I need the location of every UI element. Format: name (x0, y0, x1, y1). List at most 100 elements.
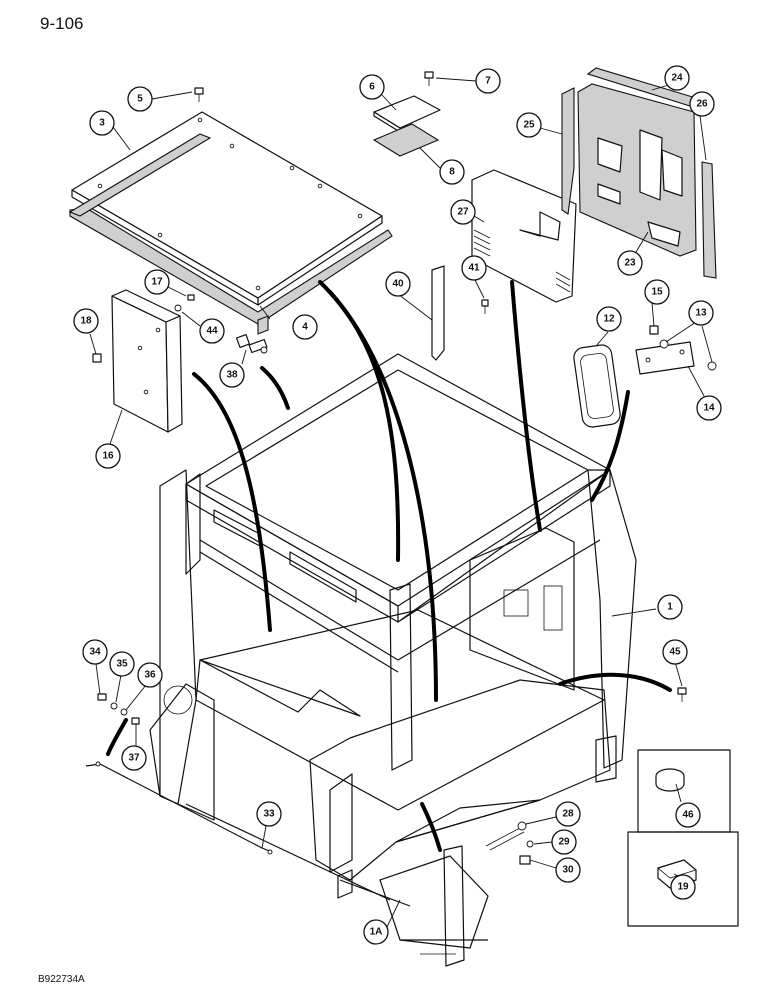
callout-46: 46 (675, 802, 701, 828)
svg-text:5: 5 (137, 94, 143, 105)
cable-33 (85, 761, 273, 855)
svg-text:6: 6 (369, 82, 375, 93)
callout-36: 36 (137, 662, 163, 688)
callout-34: 34 (82, 639, 108, 665)
svg-text:33: 33 (263, 809, 275, 820)
callout-15: 15 (644, 279, 670, 305)
figure-code: B922734A (38, 974, 85, 985)
callout-38: 38 (219, 362, 245, 388)
callout-4: 4 (292, 314, 318, 340)
callout-41: 41 (461, 255, 487, 281)
svg-text:28: 28 (562, 809, 574, 820)
trim-25 (561, 87, 575, 215)
svg-text:4: 4 (302, 322, 308, 333)
svg-text:1A: 1A (370, 927, 383, 938)
callout-40: 40 (385, 271, 411, 297)
callout-14: 14 (696, 395, 722, 421)
svg-text:27: 27 (457, 207, 469, 218)
connector-38 (235, 333, 268, 354)
fastener-5 (194, 87, 204, 102)
callout-6: 6 (359, 74, 385, 100)
svg-text:18: 18 (80, 316, 92, 327)
callout-8: 8 (439, 159, 465, 185)
roof-panel (71, 111, 383, 306)
callout-45: 45 (662, 639, 688, 665)
svg-text:15: 15 (651, 287, 663, 298)
svg-text:37: 37 (128, 753, 140, 764)
plate-8 (372, 123, 440, 157)
callout-16: 16 (95, 443, 121, 469)
fastener-7 (424, 71, 434, 86)
svg-text:26: 26 (696, 99, 708, 110)
roof-gasket (68, 133, 393, 335)
callout-17: 17 (144, 269, 170, 295)
callout-3: 3 (89, 110, 115, 136)
window-12 (573, 344, 621, 428)
svg-text:36: 36 (144, 670, 156, 681)
tractor-base-fragment (379, 845, 489, 967)
fastener-17 (187, 294, 195, 301)
trim-26 (701, 161, 717, 279)
bolt-15 (649, 325, 659, 335)
svg-text:17: 17 (151, 277, 163, 288)
svg-text:40: 40 (392, 279, 404, 290)
svg-text:23: 23 (624, 258, 636, 269)
svg-text:44: 44 (206, 326, 218, 337)
callout-44: 44 (199, 318, 225, 344)
bracket-6 (373, 95, 441, 133)
svg-text:1: 1 (667, 602, 673, 613)
callout-12: 12 (596, 306, 622, 332)
installation-arrows (106, 280, 672, 852)
fastener-34-37 (97, 693, 140, 725)
callout-27: 27 (450, 199, 476, 225)
callout-24: 24 (664, 65, 690, 91)
fastener-28-30 (485, 821, 534, 865)
callout-1: 1 (657, 594, 683, 620)
svg-text:38: 38 (226, 370, 238, 381)
svg-text:12: 12 (603, 314, 615, 325)
svg-text:46: 46 (682, 810, 694, 821)
side-panel-27 (471, 169, 577, 303)
callout-33: 33 (256, 801, 282, 827)
svg-text:25: 25 (523, 120, 535, 131)
svg-text:14: 14 (703, 403, 715, 414)
svg-text:19: 19 (677, 882, 689, 893)
callout-37: 37 (121, 745, 147, 771)
svg-text:30: 30 (562, 865, 574, 876)
callout-19: 19 (670, 874, 696, 900)
svg-text:8: 8 (449, 167, 455, 178)
post-40 (431, 265, 445, 361)
svg-text:16: 16 (102, 451, 114, 462)
leader-lines (89, 77, 713, 930)
svg-text:3: 3 (99, 118, 105, 129)
page-number: 9-106 (40, 14, 84, 33)
svg-text:45: 45 (669, 647, 681, 658)
callout-28: 28 (555, 801, 581, 827)
callout-29: 29 (551, 829, 577, 855)
clip-18 (92, 353, 102, 363)
callout-5: 5 (127, 86, 153, 112)
bolt-45 (677, 687, 687, 702)
svg-text:35: 35 (116, 659, 128, 670)
callout-25: 25 (516, 112, 542, 138)
callout-30: 30 (555, 857, 581, 883)
cab-frame (149, 353, 637, 907)
callout-18: 18 (73, 308, 99, 334)
svg-text:24: 24 (671, 73, 683, 84)
washer-44 (174, 304, 182, 312)
svg-text:7: 7 (485, 76, 491, 87)
callout-1a: 1A (363, 919, 389, 945)
svg-text:13: 13 (695, 308, 707, 319)
svg-text:41: 41 (468, 263, 480, 274)
callout-23: 23 (617, 250, 643, 276)
callout-13: 13 (688, 300, 714, 326)
svg-text:29: 29 (558, 837, 570, 848)
headliner-23 (577, 83, 697, 257)
bolt-41 (481, 299, 489, 314)
bracket-14 (635, 341, 695, 375)
callout-7: 7 (475, 68, 501, 94)
callout-26: 26 (689, 91, 715, 117)
callout-35: 35 (109, 651, 135, 677)
svg-text:34: 34 (89, 647, 101, 658)
